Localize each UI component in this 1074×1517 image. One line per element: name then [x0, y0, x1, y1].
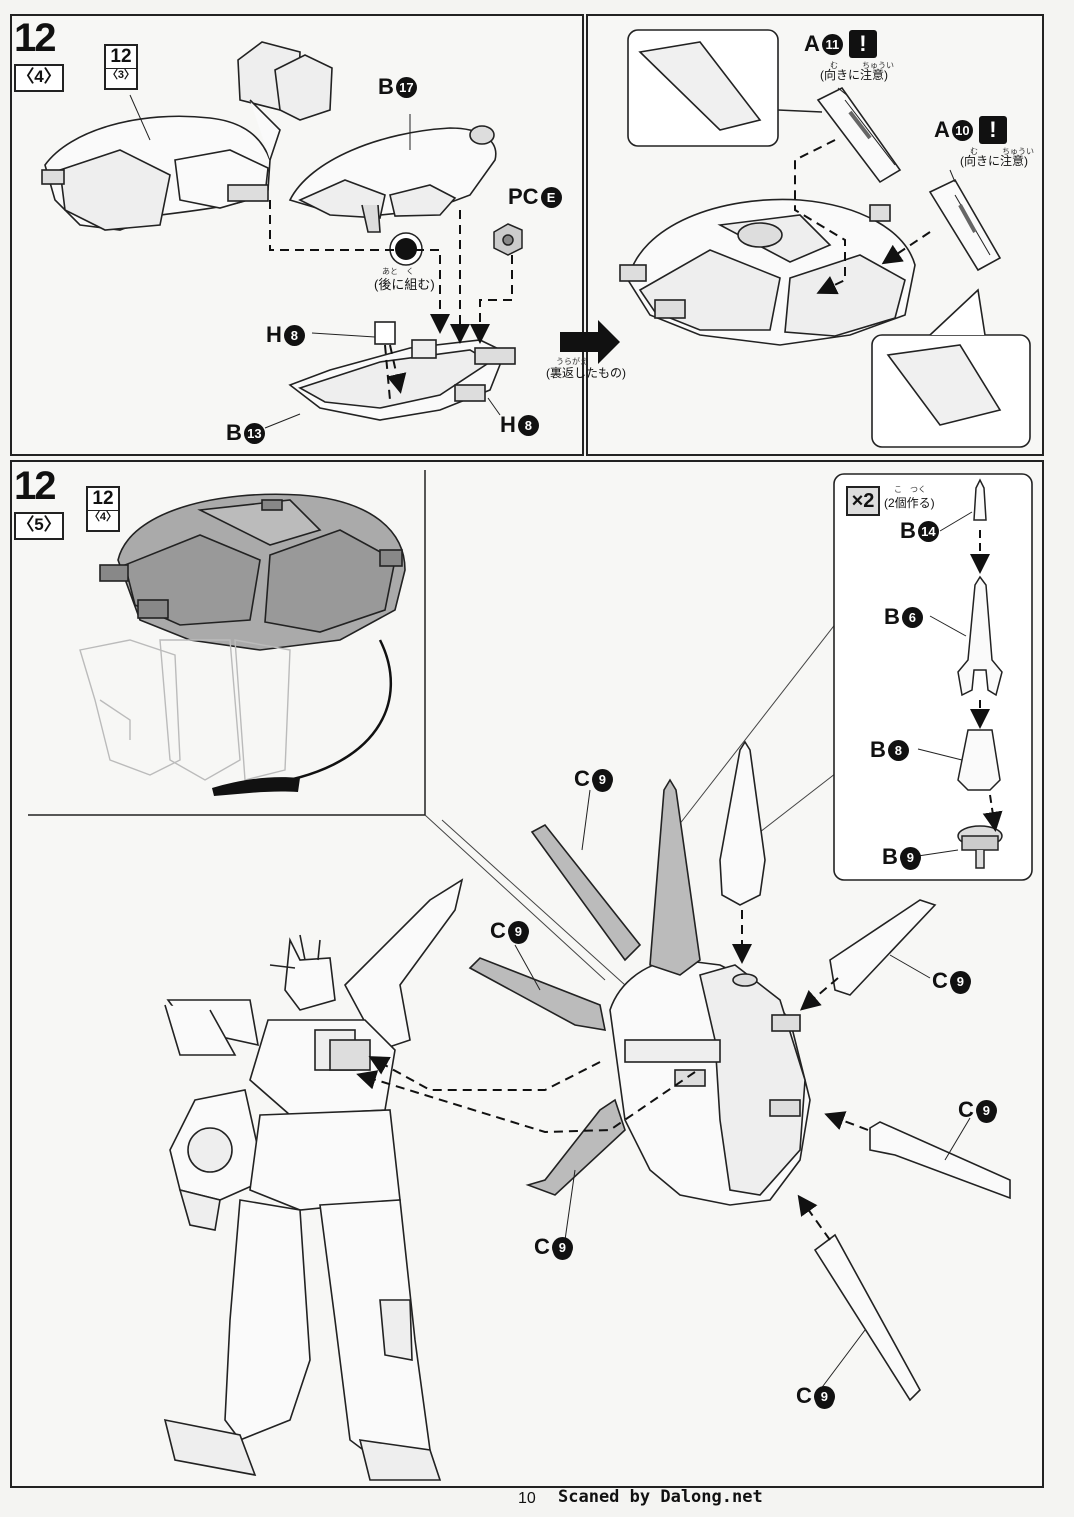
fin-c9-white-drawings — [719, 740, 1011, 1402]
backpack-assembled-drawing — [41, 41, 333, 231]
orientation-note: (向きに注意) — [820, 68, 888, 82]
inset-arrows — [970, 530, 1003, 832]
mobile-suit-drawing — [163, 878, 464, 1481]
mobile-suit-faded-drawing — [79, 639, 291, 781]
backpack-rear-drawing — [609, 959, 811, 1206]
reference-step-box: 12 〈4〉 — [86, 486, 120, 532]
page-number: 10 — [518, 1490, 536, 1507]
warning-icon: ! — [848, 30, 877, 58]
step-12-4-badge: 12 — [14, 16, 56, 60]
step-number: 12 — [14, 16, 56, 60]
a11-callout — [627, 29, 823, 147]
step-number: 12 — [14, 464, 56, 508]
flipped-note: (裏返したもの) — [546, 366, 626, 380]
make-two-note: (2個作る) — [884, 496, 935, 510]
reference-step-sub: 〈4〉 — [88, 510, 118, 523]
reference-step-sub: 〈3〉 — [106, 68, 136, 81]
orientation-ruby: む ちゅうい — [970, 147, 1034, 156]
leader-lines-top-left — [129, 94, 501, 429]
inset-leaders — [917, 511, 973, 857]
flip-arrow — [560, 320, 620, 364]
a10-callout — [871, 288, 1031, 448]
backpack-flipped-drawing — [619, 198, 916, 346]
fin-drawings — [468, 778, 701, 1196]
polycap-e-drawing — [493, 223, 523, 256]
reference-step-number: 12 — [110, 46, 132, 67]
assemble-later-note: (後に組む) — [374, 277, 435, 292]
assembly-arrows-top-right — [794, 139, 931, 295]
orientation-note: (向きに注意) — [960, 154, 1028, 168]
b17-part-drawing — [288, 125, 497, 233]
assembly-arrows-top-left — [269, 200, 513, 401]
step-12-5-badge: 12 — [14, 464, 56, 508]
reference-step-box: 12 〈3〉 — [104, 44, 138, 90]
b8-part-drawing — [957, 729, 1001, 791]
warning-icon: ! — [978, 116, 1007, 144]
multiplier-badge: ×2 — [846, 486, 880, 516]
a10-part-drawing — [928, 178, 1002, 272]
b13-frame-drawing — [288, 321, 516, 421]
step-sub-number: 〈5〉 — [14, 512, 64, 540]
reference-step-number: 12 — [92, 488, 114, 509]
orientation-ruby: む ちゅうい — [830, 61, 894, 70]
step-sub-number: 〈4〉 — [14, 64, 64, 92]
b14-part-drawing — [973, 478, 987, 521]
a11-part-drawing — [816, 86, 902, 184]
c9-leader-lines — [514, 789, 971, 1391]
make-two-ruby: こ つく — [894, 485, 926, 494]
flipped-ruby: うらがえ — [556, 357, 588, 366]
assembly-arrows-bottom — [356, 910, 869, 1241]
backpack-overview-drawing — [99, 493, 406, 651]
rotate-arrow — [212, 639, 393, 796]
b6-part-drawing — [957, 575, 1003, 697]
scan-credit: Scaned by Dalong.net — [558, 1487, 763, 1507]
zoom-lines — [424, 617, 841, 986]
leader-lines-top-right — [837, 87, 956, 183]
later-ruby: あと く — [382, 267, 414, 276]
